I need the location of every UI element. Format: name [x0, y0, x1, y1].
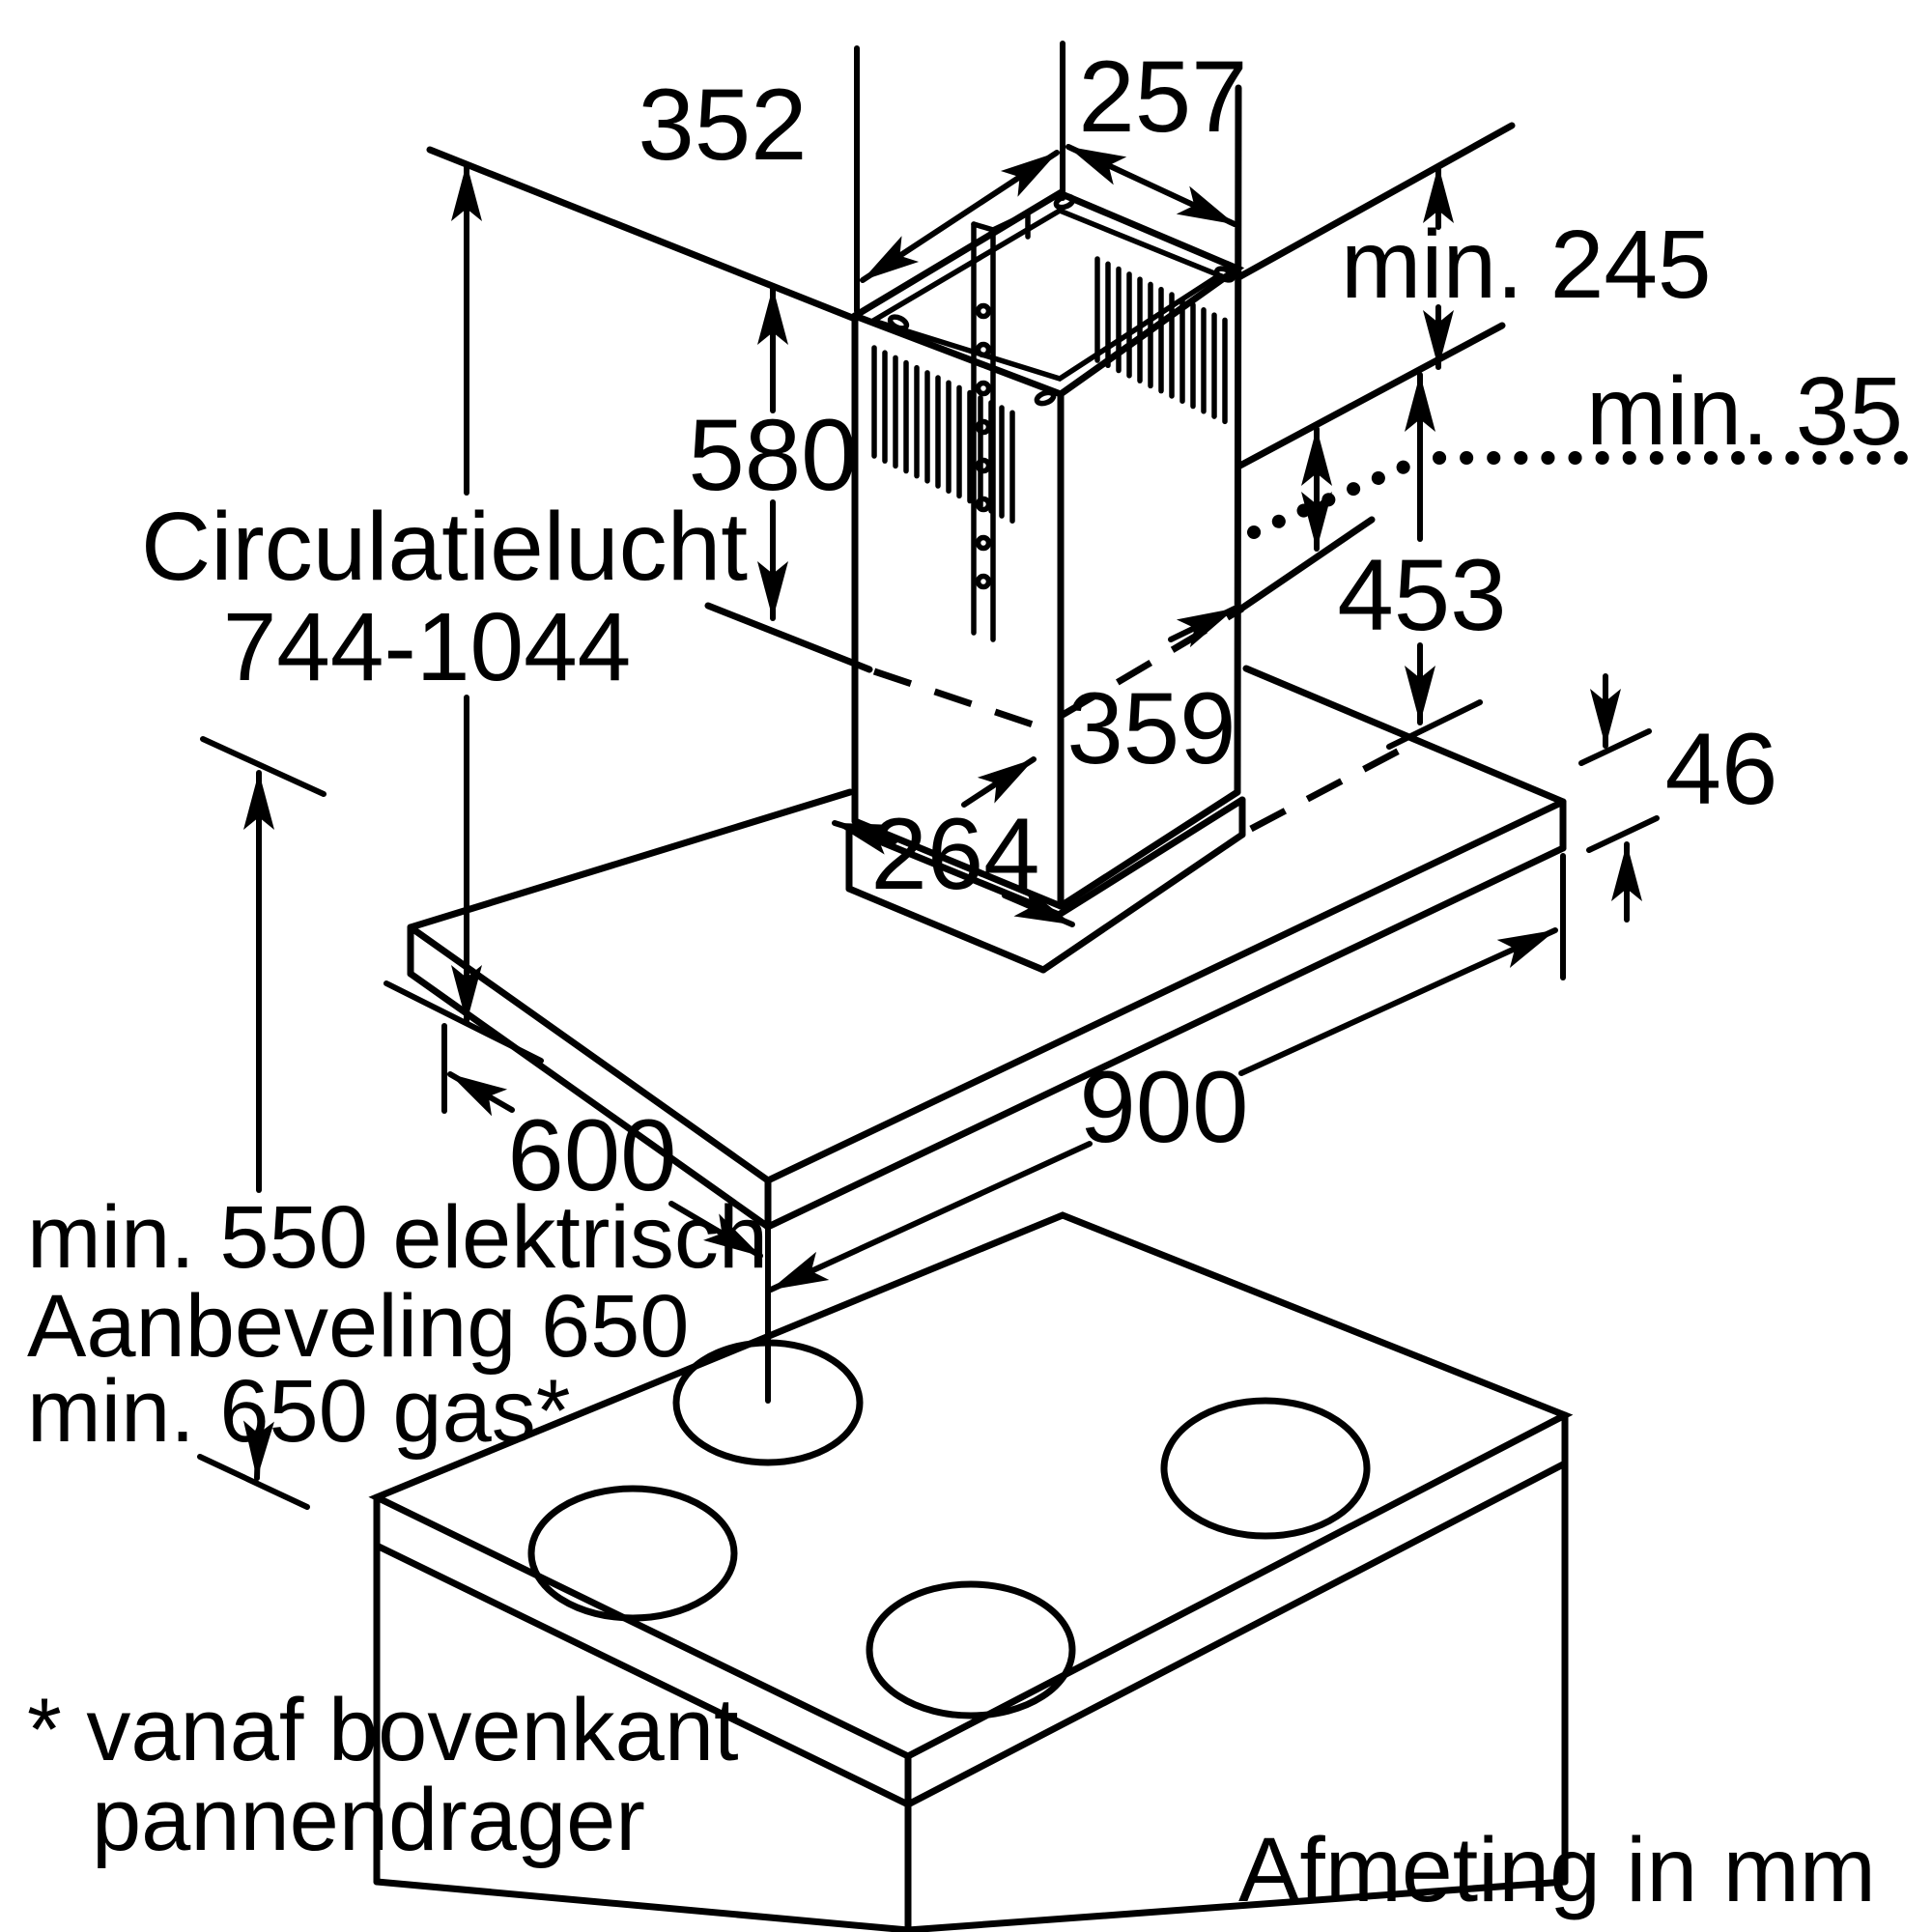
chimney-duct — [845, 84, 1246, 974]
label-dim-580: 580 — [688, 399, 857, 512]
label-dim-600: 600 — [507, 1099, 676, 1212]
label-dim-744-1044: 744-1044 — [223, 593, 632, 701]
bracket-hole — [975, 573, 992, 590]
chimney-bottom-left-edge — [845, 885, 1047, 974]
cabinet-base — [373, 1460, 1569, 1932]
label-footnote-1: * vanaf bovenkant — [27, 1681, 739, 1779]
burner-left — [527, 1485, 738, 1622]
dim-46-lines — [1578, 673, 1660, 923]
label-dim-46: 46 — [1665, 713, 1778, 826]
dim-453-lines — [1386, 372, 1483, 750]
label-dim-352: 352 — [638, 69, 807, 182]
label-dim-453: 453 — [1337, 539, 1506, 652]
rim-screw-hole — [1213, 266, 1236, 283]
dim-900-lines — [768, 853, 1566, 1293]
dim-600-lines — [441, 1023, 763, 1259]
label-dim-264: 264 — [870, 798, 1039, 911]
label-label-circulatielucht: Circulatielucht — [141, 493, 748, 601]
bracket-hole — [975, 302, 992, 320]
dim-264-lines — [832, 820, 1075, 927]
rim-screw-hole — [1034, 389, 1057, 407]
dim-359-lines — [961, 606, 1237, 808]
label-dim-257: 257 — [1078, 41, 1247, 154]
label-dim-900: 900 — [1079, 1051, 1248, 1164]
dim-352-lines — [854, 41, 1065, 314]
dim-744-1044-lines — [384, 161, 544, 1064]
cooktop — [368, 1211, 1574, 1932]
burner-right — [1160, 1397, 1371, 1540]
left-vent-grille — [871, 345, 1015, 524]
dim-min-35-lines — [1247, 426, 1927, 552]
label-dim-min-245: min. 245 — [1341, 211, 1712, 319]
label-text-aanbeveling-650: Aanbeveling 650 — [27, 1277, 689, 1376]
label-text-min-650-gas: min. 650 gas* — [27, 1362, 571, 1461]
chimney-right-edge — [1234, 84, 1242, 796]
rim-screw-hole — [887, 314, 910, 331]
chimney-bottom-right-edge — [1039, 831, 1246, 974]
bracket-hole — [975, 534, 992, 552]
label-dim-359: 359 — [1066, 672, 1236, 785]
dim-min-550-lines — [197, 736, 327, 1510]
dimension-labels: 352 257 min. 245 min. 35 580Circulatielucht7… — [27, 41, 1903, 1921]
bracket-hole — [975, 380, 992, 397]
label-dim-min-35: min. 35 — [1586, 357, 1903, 466]
label-footnote-2: pannendrager — [92, 1771, 645, 1869]
label-text-min-550-elektrisch: min. 550 elektrisch — [27, 1188, 768, 1287]
burner-front — [866, 1580, 1076, 1719]
bracket-hole — [975, 341, 992, 358]
inner-vent-grille — [1094, 256, 1228, 425]
hidden-edges — [704, 602, 1410, 833]
label-unit-note: Afmeting in mm — [1238, 1819, 1876, 1921]
dim-257-lines — [1065, 144, 1237, 227]
